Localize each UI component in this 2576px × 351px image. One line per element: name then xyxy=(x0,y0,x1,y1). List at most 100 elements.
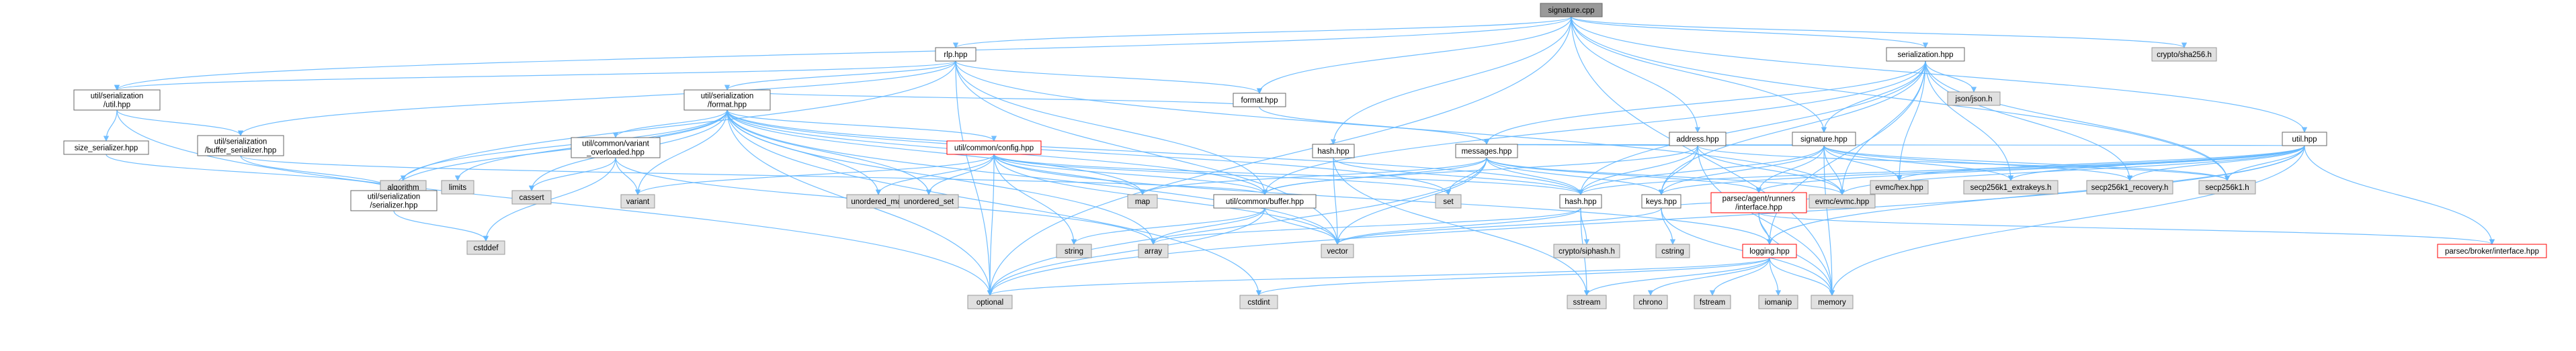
node-iomanip[interactable]: iomanip xyxy=(1758,295,1798,309)
node-label: set xyxy=(1443,198,1454,206)
node-box xyxy=(1056,244,1092,258)
edge-util_common_config_hpp-to-string xyxy=(993,154,1077,245)
edge-util_common_config_hpp-to-logging_hpp xyxy=(993,154,1773,245)
node-util_serialization_util_hpp[interactable]: util/serialization/util.hpp xyxy=(73,89,161,111)
edge-signature_cpp-to-hash_hpp_mid xyxy=(1330,16,1572,145)
edge-util_common_buffer_hpp-to-optional xyxy=(987,207,1265,296)
node-label: iomanip xyxy=(1765,299,1792,307)
node-box xyxy=(1963,180,2059,195)
node-box xyxy=(1811,295,1854,309)
node-keys_hpp[interactable]: keys.hpp xyxy=(1641,194,1681,209)
edge-util_serialization_util_hpp-to-optional xyxy=(116,109,993,296)
node-label: hash.hpp xyxy=(1317,148,1349,156)
edge-agent_runners_interface_hpp-to-broker_interface_hpp xyxy=(1758,212,2495,245)
node-label: evmc/hex.hpp xyxy=(1875,184,1923,192)
node-box xyxy=(1870,180,1929,195)
node-map[interactable]: map xyxy=(1127,194,1158,209)
node-secp256k1_h[interactable]: secp256k1.h xyxy=(2198,180,2256,195)
edge-keys_hpp-to-cstring xyxy=(1661,207,1676,245)
node-variant_overloaded_hpp[interactable]: util/common/variant_overloaded.hpp xyxy=(571,137,661,158)
node-evmc_hex_hpp[interactable]: evmc/hex.hpp xyxy=(1870,180,1929,195)
node-sstream[interactable]: sstream xyxy=(1567,295,1607,309)
node-box xyxy=(1809,194,1876,209)
node-signature_cpp[interactable]: signature.cpp xyxy=(1540,3,1603,17)
edge-util_serialization_util_hpp-to-size_serializer_hpp xyxy=(103,109,118,142)
node-box xyxy=(2086,180,2173,195)
node-cassert[interactable]: cassert xyxy=(511,190,552,205)
node-secp256k1_recovery_h[interactable]: secp256k1_recovery.h xyxy=(2086,180,2173,195)
node-crypto_sha256_h[interactable]: crypto/sha256.h xyxy=(2151,47,2217,62)
node-optional[interactable]: optional xyxy=(967,295,1013,309)
node-logging_hpp[interactable]: logging.hpp xyxy=(1742,244,1797,258)
edge-util_hpp-to-secp256k1_h xyxy=(2224,145,2305,181)
node-format_hpp[interactable]: format.hpp xyxy=(1233,93,1286,107)
node-label: memory xyxy=(1818,299,1846,307)
edge-util_common_config_hpp-to-unordered_set xyxy=(925,154,995,195)
node-cstring[interactable]: cstring xyxy=(1655,244,1690,258)
node-box xyxy=(571,137,661,158)
node-string[interactable]: string xyxy=(1056,244,1092,258)
node-cstdint[interactable]: cstdint xyxy=(1239,295,1278,309)
edge-variant_overloaded_hpp-to-cassert xyxy=(528,157,616,191)
node-label: limits xyxy=(449,184,466,192)
edge-util_serialization_util_hpp-to-buffer_serializer_hpp xyxy=(116,109,244,136)
node-limits[interactable]: limits xyxy=(441,180,474,195)
node-memory[interactable]: memory xyxy=(1811,295,1854,309)
node-secp256k1_extrakeys_h[interactable]: secp256k1_extrakeys.h xyxy=(1963,180,2059,195)
node-box xyxy=(350,190,438,211)
node-hash_hpp_mid[interactable]: hash.hpp xyxy=(1312,144,1355,158)
node-unordered_set[interactable]: unordered_set xyxy=(899,194,959,209)
node-label: evmc/evmc.hpp xyxy=(1815,198,1870,206)
node-broker_interface_hpp[interactable]: parsec/broker/interface.hpp xyxy=(2437,244,2547,258)
node-evmc_evmc_hpp[interactable]: evmc/evmc.hpp xyxy=(1809,194,1876,209)
node-hash_hpp[interactable]: hash.hpp xyxy=(1559,194,1602,209)
edge-address_hpp-to-evmc_evmc_hpp xyxy=(1697,145,1845,195)
node-label: unordered_map xyxy=(851,198,905,206)
node-box xyxy=(1127,194,1158,209)
node-crypto_siphash_h[interactable]: crypto/siphash.h xyxy=(1553,244,1620,258)
node-label: signature.cpp xyxy=(1548,7,1594,15)
node-util_serialization_serializer_hpp[interactable]: util/serialization/serializer.hpp xyxy=(350,190,438,211)
node-vector[interactable]: vector xyxy=(1321,244,1354,258)
node-box xyxy=(1947,91,2001,106)
node-agent_runners_interface_hpp[interactable]: parsec/agent/runners/interface.hpp xyxy=(1710,192,1807,213)
node-label: sstream xyxy=(1573,299,1601,307)
node-array[interactable]: array xyxy=(1138,244,1169,258)
node-util_serialization_format_hpp[interactable]: util/serialization/format.hpp xyxy=(683,89,771,111)
node-box xyxy=(1633,295,1668,309)
node-size_serializer_hpp[interactable]: size_serializer.hpp xyxy=(63,140,149,155)
node-variant[interactable]: variant xyxy=(620,194,655,209)
node-cstddef[interactable]: cstddef xyxy=(466,240,505,255)
node-util_common_buffer_hpp[interactable]: util/common/buffer.hpp xyxy=(1213,194,1317,209)
node-signature_hpp[interactable]: signature.hpp xyxy=(1792,132,1856,146)
node-box xyxy=(935,47,977,62)
node-messages_hpp[interactable]: messages.hpp xyxy=(1455,144,1518,158)
node-util_hpp[interactable]: util.hpp xyxy=(2282,132,2327,146)
node-address_hpp[interactable]: address.hpp xyxy=(1669,132,1727,146)
node-serialization_hpp[interactable]: serialization.hpp xyxy=(1886,47,1965,62)
edge-hash_hpp_mid-to-vector xyxy=(1333,157,1341,245)
node-buffer_serializer_hpp[interactable]: util/serialization/buffer_serializer.hpp xyxy=(197,135,284,156)
node-label: variant xyxy=(626,198,650,206)
node-label: string xyxy=(1065,248,1083,256)
edge-signature_hpp-to-agent_runners_interface_hpp xyxy=(1755,145,1825,193)
edge-signature_cpp-to-util_serialization_util_hpp xyxy=(114,16,1572,91)
edge-serialization_hpp-to-secp256k1_h xyxy=(1925,60,2231,181)
edge-signature_hpp-to-keys_hpp xyxy=(1658,145,1825,195)
node-label: logging.hpp xyxy=(1749,248,1789,256)
node-util_common_config_hpp[interactable]: util/common/config.hpp xyxy=(946,140,1042,155)
node-rlp_hpp[interactable]: rlp.hpp xyxy=(935,47,977,62)
node-label: /buffer_serializer.hpp xyxy=(205,147,277,155)
node-box xyxy=(620,194,655,209)
node-label: keys.hpp xyxy=(1646,198,1677,206)
edge-serialization_hpp-to-util_common_buffer_hpp xyxy=(1261,60,1926,195)
node-label: address.hpp xyxy=(1676,136,1718,144)
node-set[interactable]: set xyxy=(1435,194,1462,209)
node-json_json_h[interactable]: json/json.h xyxy=(1947,91,2001,106)
edge-signature_cpp-to-rlp_hpp xyxy=(953,16,1572,48)
node-label: size_serializer.hpp xyxy=(75,144,138,152)
node-label: vector xyxy=(1327,248,1347,256)
node-fstream[interactable]: fstream xyxy=(1694,295,1731,309)
node-chrono[interactable]: chrono xyxy=(1633,295,1668,309)
node-label: cstddef xyxy=(473,244,499,252)
